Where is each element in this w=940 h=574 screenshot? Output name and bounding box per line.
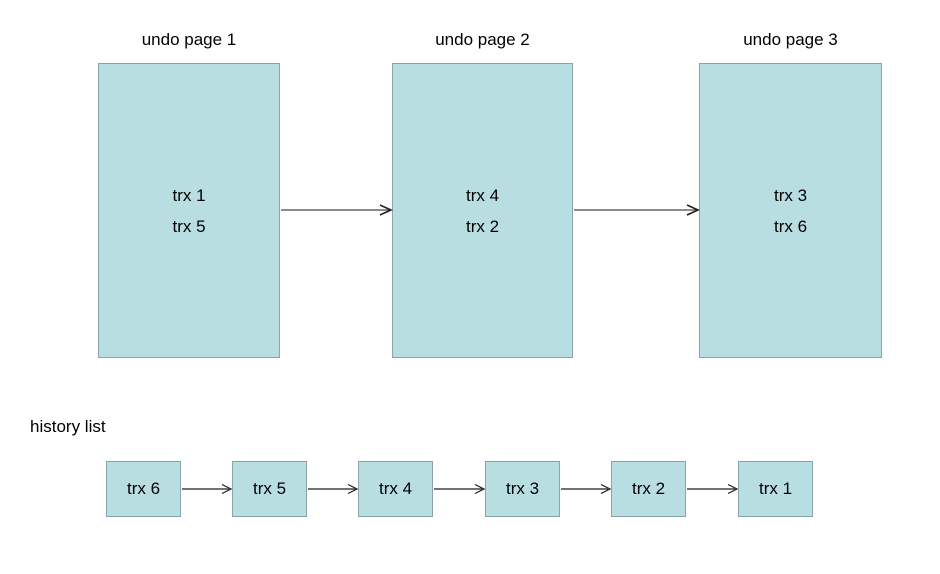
trx-label: trx 6 [773, 216, 808, 236]
trx-label: trx 3 [773, 185, 808, 205]
history-box-trx6: trx 6 [106, 461, 181, 517]
undo-page-2-title: undo page 2 [435, 30, 530, 49]
history-box-trx1: trx 1 [738, 461, 813, 517]
history-box-trx3: trx 3 [485, 461, 560, 517]
history-arrow-3 [434, 483, 486, 495]
page-arrow-2-to-3 [574, 204, 700, 216]
undo-page-2-box: trx 4 trx 2 [392, 63, 573, 358]
history-arrow-1 [182, 483, 233, 495]
undo-page-3-box: trx 3 trx 6 [699, 63, 882, 358]
history-box-trx4: trx 4 [358, 461, 433, 517]
trx-label: trx 1 [172, 185, 206, 205]
history-box-trx5: trx 5 [232, 461, 307, 517]
history-list-label: history list [30, 417, 106, 436]
trx-label: trx 4 [465, 185, 500, 205]
history-box-trx2: trx 2 [611, 461, 686, 517]
history-arrow-5 [687, 483, 739, 495]
undo-page-1-title: undo page 1 [141, 30, 237, 49]
undo-page-3-title: undo page 3 [743, 30, 838, 49]
history-arrow-2 [308, 483, 359, 495]
history-arrow-4 [561, 483, 612, 495]
trx-label: trx 2 [465, 216, 500, 236]
undo-page-1-box: trx 1 trx 5 [98, 63, 280, 358]
page-arrow-1-to-2 [281, 204, 393, 216]
trx-label: trx 5 [172, 216, 206, 236]
